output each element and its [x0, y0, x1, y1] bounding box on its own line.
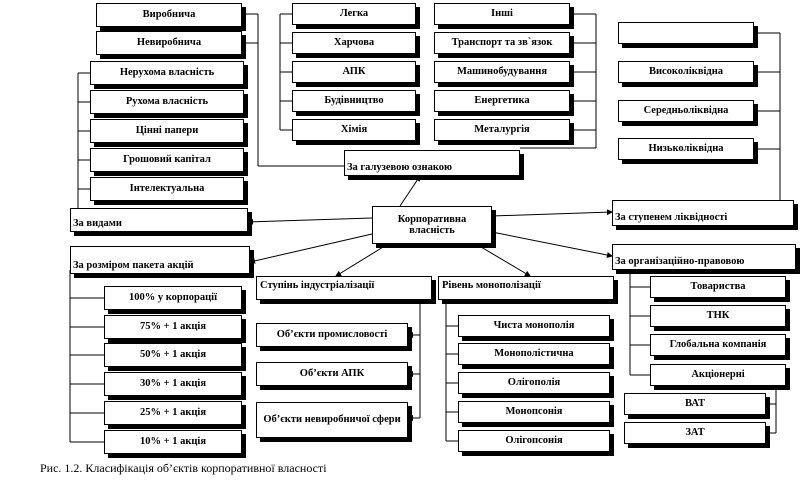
industry-right-item: Енергетика — [434, 90, 570, 112]
arrow-head — [246, 218, 254, 225]
industry-left-item: Будівництво — [292, 90, 416, 112]
arrow-head — [406, 371, 414, 377]
legal-item: ТНК — [650, 305, 786, 327]
arrow-head — [606, 252, 614, 258]
center-arrow-liquidity — [491, 211, 613, 217]
legal-item: Товариства — [650, 276, 786, 298]
arrow-head — [335, 270, 342, 277]
types-item: Невиробнича — [96, 31, 242, 55]
industry-left-item: Легка — [292, 3, 416, 25]
legal-header: За організаційно-правовою — [612, 244, 796, 270]
figure-caption: Рис. 1.2. Класифікація об’єктів корпорат… — [40, 461, 327, 475]
center-node: Корпоративна власність — [372, 206, 492, 244]
liquidity-item: Низьколіквідна — [618, 138, 754, 160]
center-arrow-legal — [491, 231, 613, 257]
center-arrow-package — [249, 233, 373, 263]
legal-item: Глобальна компанія — [650, 334, 786, 356]
types-item: Цінні папери — [90, 119, 244, 143]
arrow-head — [524, 270, 531, 277]
legal-item: ЗАТ — [624, 422, 766, 444]
industry-right-item: Машинобудування — [434, 61, 570, 83]
arrow-head — [606, 209, 614, 216]
types-item: Грошовий капітал — [90, 148, 244, 172]
industrialization-item: Об’єкти промисловості — [256, 323, 408, 347]
arrow-head — [406, 332, 414, 338]
types-header: За видами — [70, 208, 248, 232]
legal-item: ВАТ — [624, 393, 766, 415]
arrow-head — [406, 415, 414, 421]
industrialization-item: Об’єкти невиробничої сфери — [256, 402, 408, 438]
package-item: 100% у корпорації — [104, 286, 242, 310]
center-arrow-industry — [399, 175, 421, 207]
arrow-head — [414, 175, 421, 182]
industry-left-item: Хімія — [292, 119, 416, 141]
package-item: 75% + 1 акція — [104, 315, 242, 339]
package-item: 25% + 1 акція — [104, 401, 242, 425]
center-arrow-monopolization — [475, 243, 531, 277]
types-item: Виробнича — [96, 3, 242, 27]
liquidity-header: За ступенем ліквідності — [612, 200, 794, 226]
types-item: Нерухома власність — [90, 61, 244, 85]
monopolization-header: Рівень монополізації — [438, 276, 614, 300]
industry-left-item: АПК — [292, 61, 416, 83]
industry-left-item: Харчова — [292, 32, 416, 54]
industrialization-header: Ступінь індустріалізації — [256, 276, 432, 300]
liquidity-item-empty — [618, 22, 754, 44]
liquidity-item: Середньоліквідна — [618, 100, 754, 122]
monopolization-item: Олігополія — [458, 372, 610, 394]
monopolization-item: Чиста монополія — [458, 315, 610, 337]
industry-right-item: Інші — [434, 3, 570, 25]
legal-item: Акціонерні — [650, 364, 786, 386]
monopolization-item: Монопсонія — [458, 401, 610, 423]
liquidity-item: Високоліквідна — [618, 61, 754, 83]
package-item: 50% + 1 акція — [104, 343, 242, 367]
center-arrow-types — [247, 217, 373, 223]
industrialization-item: Об’єкти АПК — [256, 362, 408, 386]
types-item: Рухома власність — [90, 90, 244, 114]
center-arrow-industrialization — [335, 243, 389, 277]
industry-right-item: Транспорт та зв`язок — [434, 32, 570, 54]
industry-header: За галузевою ознакою — [344, 150, 520, 176]
monopolization-item: Монополістична — [458, 343, 610, 365]
monopolization-item: Олігопсонія — [458, 430, 610, 452]
package-item: 10% + 1 акція — [104, 430, 242, 454]
industry-right-item: Металургія — [434, 119, 570, 141]
package-header: За розміром пакета акцій — [70, 246, 250, 274]
package-item: 30% + 1 акція — [104, 372, 242, 396]
types-item: Інтелектуальна — [90, 177, 244, 201]
arrow-head — [248, 257, 256, 264]
